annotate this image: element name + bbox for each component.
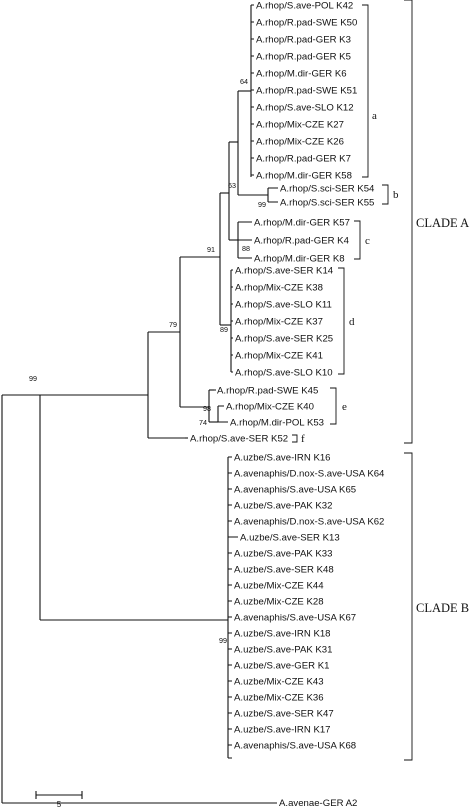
bootstrap-value: 89 <box>220 325 228 334</box>
bootstrap-value: 99 <box>258 200 266 209</box>
subgroup-label-c: c <box>365 235 370 247</box>
leaf-label: A.rhop/M.dir-POL K53 <box>230 418 324 429</box>
subgroup-brackets: a b c d e f <box>292 4 399 445</box>
leaf-label: A.uzbe/S.ave-SER K13 <box>240 533 340 544</box>
leaf-label: A.avenaphis/D.nox-S.ave-USA K64 <box>234 469 385 480</box>
leaf-label: A.avenaphis/S.ave-USA K68 <box>234 741 356 752</box>
leaf-label: A.rhop/S.ave-SER K14 <box>235 266 334 277</box>
subgroup-label-b: b <box>393 189 399 201</box>
scale-bar: 5 <box>35 791 83 809</box>
leaf-label: A.uzbe/S.ave-PAK K32 <box>234 501 332 512</box>
subgroup-label-f: f <box>301 433 305 445</box>
bootstrap-value: 91 <box>207 245 215 254</box>
clade-label-b: CLADE B <box>416 601 469 615</box>
scale-bar-label: 5 <box>57 800 62 809</box>
leaf-label: A.uzbe/Mix-CZE K28 <box>234 597 324 608</box>
leaf-tips <box>185 4 278 759</box>
subgroup-label-e: e <box>342 401 347 413</box>
tree-branches <box>1 5 277 804</box>
bootstrap-value: 64 <box>240 77 248 86</box>
leaf-label: A.rhop/R.pad-GER K7 <box>256 154 351 165</box>
leaf-label: A.uzbe/S.ave-SER K48 <box>234 565 334 576</box>
leaf-label: A.rhop/S.ave-POL K42 <box>256 1 353 12</box>
leaf-label: A.rhop/R.pad-SWE K51 <box>256 86 357 97</box>
leaf-label: A.rhop/M.dir-GER K57 <box>254 218 350 229</box>
bootstrap-value: 88 <box>242 244 250 253</box>
bracket-clade-a <box>404 0 413 444</box>
bootstrap-value: 63 <box>228 181 236 190</box>
bracket-d <box>338 267 345 375</box>
leaf-label: A.rhop/Mix-CZE K26 <box>256 137 344 148</box>
bootstrap-value: 98 <box>203 404 211 413</box>
tip <box>251 4 254 176</box>
outgroup-label: A.avenae-GER A2 <box>279 798 357 809</box>
leaf-label: A.rhop/R.pad-SWE K50 <box>256 18 357 29</box>
leaf-label: A.rhop/Mix-CZE K37 <box>235 317 323 328</box>
clade-brackets: CLADE A CLADE B <box>404 0 469 761</box>
leaf-label: A.rhop/S.ave-SER K52 <box>190 434 288 445</box>
leaf-label: A.uzbe/Mix-CZE K44 <box>234 581 324 592</box>
bracket-f <box>292 434 298 443</box>
leaf-label: A.rhop/S.sci-SER K55 <box>280 198 374 209</box>
leaf-label: A.rhop/R.pad-GER K4 <box>254 236 350 247</box>
leaf-label: A.rhop/R.pad-GER K5 <box>256 52 351 63</box>
tip <box>268 187 278 203</box>
leaf-label: A.rhop/S.ave-SLO K12 <box>256 103 354 114</box>
leaf-label: A.avenaphis/S.ave-USA K65 <box>234 485 356 496</box>
tip <box>228 456 238 759</box>
subgroup-label-d: d <box>349 316 355 328</box>
subgroup-label-a: a <box>372 110 377 122</box>
leaf-label: A.rhop/M.dir-GER K6 <box>256 69 347 80</box>
bracket-e <box>330 387 337 425</box>
leaf-label: A.uzbe/S.ave-IRN K18 <box>234 629 331 640</box>
leaf-label: A.rhop/M.dir-GER K58 <box>256 171 352 182</box>
leaf-label: A.rhop/M.dir-GER K8 <box>254 254 345 265</box>
leaf-label: A.avenaphis/S.ave-USA K67 <box>234 613 356 624</box>
leaf-label: A.rhop/S.ave-SLO K10 <box>235 368 333 379</box>
bootstrap-value: 99 <box>29 374 37 383</box>
leaf-label: A.uzbe/S.ave-GER K1 <box>234 661 329 672</box>
bracket-b <box>382 184 389 205</box>
leaf-label: A.uzbe/Mix-CZE K36 <box>234 693 324 704</box>
leaf-label: A.rhop/S.sci-SER K54 <box>280 184 375 195</box>
leaf-label: A.uzbe/S.ave-SER K47 <box>234 709 334 720</box>
bootstrap-value: 99 <box>219 636 227 645</box>
leaf-label: A.rhop/S.ave-SLO K11 <box>235 300 332 311</box>
bootstrap-values: 64 63 99 88 91 89 79 98 74 99 99 <box>29 77 266 645</box>
bootstrap-value: 79 <box>169 320 177 329</box>
clade-label-a: CLADE A <box>416 216 469 230</box>
tip <box>231 269 233 373</box>
leaf-label: A.uzbe/S.ave-PAK K33 <box>234 549 332 560</box>
leaf-label: A.rhop/Mix-CZE K40 <box>226 402 314 413</box>
tip <box>214 389 228 423</box>
leaf-label: A.uzbe/S.ave-IRN K17 <box>234 725 331 736</box>
leaf-label: A.uzbe/S.ave-IRN K16 <box>234 453 331 464</box>
bootstrap-value: 74 <box>199 418 207 427</box>
leaf-label: A.avenaphis/D.nox-S.ave-USA K62 <box>234 517 384 528</box>
leaf-label: A.rhop/Mix-CZE K27 <box>256 120 344 131</box>
leaf-label: A.rhop/Mix-CZE K41 <box>235 351 323 362</box>
bracket-clade-b <box>404 452 413 761</box>
leaf-labels: A.rhop/S.ave-POL K42 A.rhop/R.pad-SWE K5… <box>190 1 385 809</box>
leaf-label: A.rhop/R.pad-SWE K45 <box>217 386 318 397</box>
leaf-label: A.uzbe/Mix-CZE K43 <box>234 677 324 688</box>
leaf-label: A.uzbe/S.ave-PAK K31 <box>234 645 332 656</box>
bracket-a <box>362 4 369 178</box>
leaf-label: A.rhop/S.ave-SER K25 <box>235 334 333 345</box>
bracket-c <box>354 220 361 260</box>
leaf-label: A.rhop/Mix-CZE K38 <box>235 283 323 294</box>
tip <box>238 221 252 259</box>
leaf-label: A.rhop/R.pad-GER K3 <box>256 35 351 46</box>
scale-bar-line <box>35 791 83 799</box>
